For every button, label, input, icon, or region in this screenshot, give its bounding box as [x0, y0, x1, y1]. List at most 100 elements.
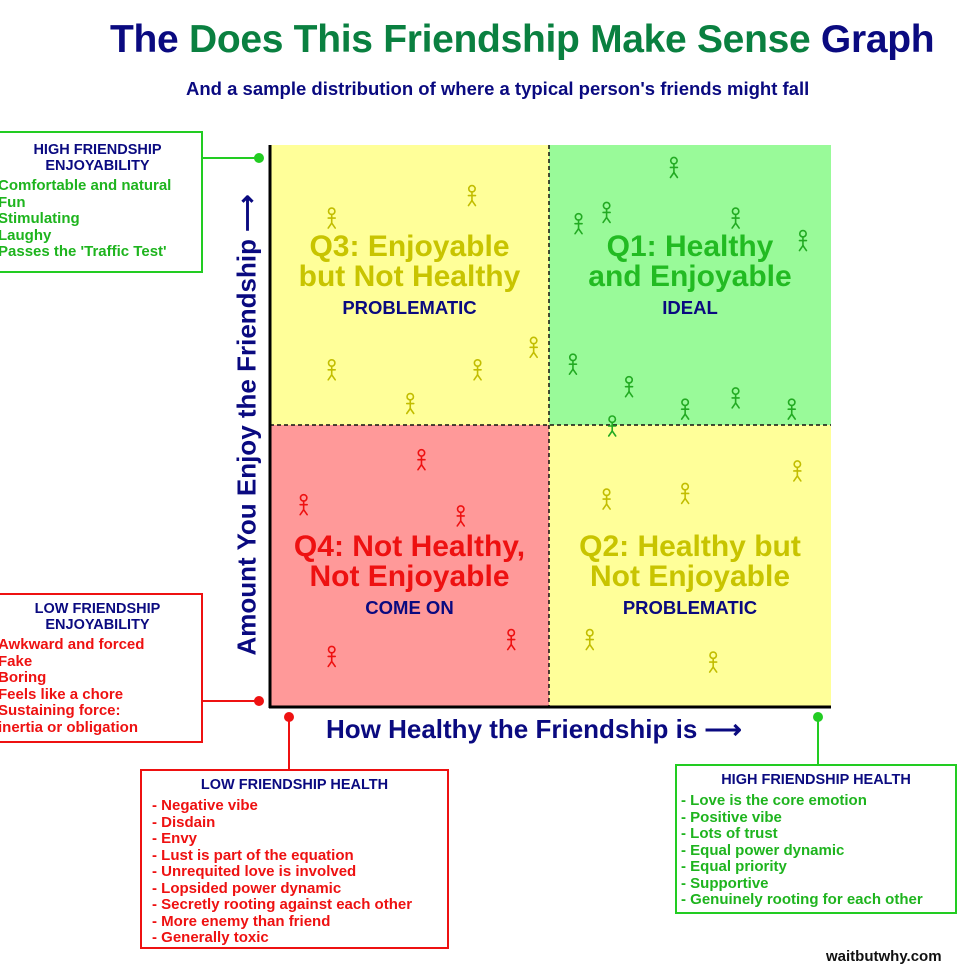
y-axis-label: Amount You Enjoy the Friendship ⟶: [231, 194, 262, 656]
friend-figure: [624, 375, 634, 398]
page-title: The Does This Friendship Make Sense Grap…: [110, 18, 935, 62]
list-item: - Generally toxic: [152, 929, 269, 946]
friend-leg: [605, 503, 611, 510]
friend-leg: [327, 373, 333, 381]
q3-title: Q3: Enjoyable but Not Healthy: [270, 232, 549, 292]
friend-figure: [574, 212, 583, 235]
friend-leg: [624, 390, 630, 398]
friend-leg: [420, 463, 426, 471]
list-item: Laughy: [0, 226, 52, 244]
list-item: Fake: [0, 652, 33, 670]
friend-leg: [628, 390, 634, 398]
low-health-dot: [284, 712, 294, 722]
q1-title-line1: Q1: Healthy: [606, 230, 774, 263]
low-enjoyability-box: LOW FRIENDSHIP ENJOYABILITY Awkward and …: [0, 593, 203, 743]
list-item: - Secretly rooting against each other: [152, 896, 413, 913]
list-item: - Genuinely rooting for each other: [681, 891, 923, 908]
list-item: Sustaining force:: [0, 702, 121, 719]
friend-leg: [731, 402, 737, 409]
high-health-header: HIGH FRIENDSHIP HEALTH: [721, 772, 911, 788]
friend-leg: [793, 475, 799, 482]
friend-figure: [327, 645, 337, 668]
friend-figure: [680, 482, 690, 505]
x-axis-label: How Healthy the Friendship is ⟶: [326, 714, 742, 744]
q2-title-line2: Not Enjoyable: [589, 560, 791, 593]
friend-leg: [467, 199, 473, 207]
friend-leg: [330, 222, 337, 229]
high-health-dot: [813, 712, 823, 722]
friend-leg: [708, 666, 714, 673]
q2-verdict: PROBLEMATIC: [622, 597, 758, 618]
friend-leg: [602, 216, 608, 224]
friend-leg: [568, 368, 574, 375]
friend-leg: [796, 475, 802, 482]
friend-leg: [802, 244, 808, 252]
q1-title: Q1: Healthy and Enjoyable: [549, 232, 831, 292]
friend-leg: [712, 666, 718, 673]
high-health-box: HIGH FRIENDSHIP HEALTH - Love is the cor…: [675, 764, 957, 914]
friend-leg: [476, 373, 482, 381]
list-item: Comfortable and natural: [0, 177, 172, 194]
q2-title: Q2: Healthy but Not Enjoyable: [549, 532, 831, 592]
friend-leg: [684, 413, 690, 420]
list-item: - More enemy than friend: [152, 912, 331, 930]
friend-leg: [327, 660, 333, 668]
list-item: - Unrequited love is involved: [152, 863, 357, 880]
list-item: - Positive vibe: [681, 808, 782, 826]
friend-figure: [731, 387, 740, 409]
friend-figure: [731, 207, 740, 229]
friend-leg: [405, 407, 412, 415]
header-line: HIGH FRIENDSHIP: [33, 142, 162, 158]
friend-leg: [506, 643, 513, 651]
friend-leg: [456, 520, 462, 527]
low-health-list: - Negative vibe- Disdain- Envy- Lust is …: [142, 797, 447, 947]
friend-figure: [787, 398, 797, 420]
q4-region: [270, 425, 549, 707]
friend-leg: [585, 643, 591, 651]
friend-leg: [409, 407, 415, 415]
low-enjoyability-dot: [254, 696, 264, 706]
friend-leg: [684, 497, 690, 505]
friend-leg: [299, 508, 305, 516]
friend-leg: [471, 199, 477, 207]
list-item: Fun: [0, 193, 26, 211]
list-item: - Lots of trust: [681, 825, 778, 842]
friend-leg: [417, 463, 423, 471]
friend-figure: [467, 184, 477, 207]
friend-figure: [607, 415, 617, 437]
low-enjoyability-header: LOW FRIENDSHIP ENJOYABILITY: [0, 601, 201, 633]
friend-leg: [798, 244, 804, 252]
list-item: Feels like a chore: [0, 685, 124, 703]
list-item: - Negative vibe: [152, 797, 258, 814]
list-item: - Equal power dynamic: [681, 841, 845, 859]
friend-figure: [456, 505, 466, 527]
friend-leg: [680, 497, 686, 505]
friend-figure: [405, 392, 415, 415]
subtitle: And a sample distribution of where a typ…: [186, 78, 810, 99]
friend-figure: [793, 460, 802, 482]
friend-figure: [708, 651, 718, 673]
header-line: LOW FRIENDSHIP: [34, 601, 161, 617]
q3-title-line2: but Not Healthy: [298, 260, 521, 293]
list-item: - Love is the core emotion: [681, 792, 867, 809]
q4-verdict: COME ON: [365, 597, 454, 618]
friend-leg: [731, 222, 737, 229]
list-item: - Lust is part of the equation: [152, 846, 354, 864]
friend-leg: [574, 227, 580, 235]
friend-figure: [568, 353, 578, 375]
list-item: - Disdain: [152, 813, 216, 831]
friend-leg: [330, 660, 337, 668]
low-health-box: LOW FRIENDSHIP HEALTH - Negative vibe- D…: [140, 769, 449, 949]
friend-leg: [787, 413, 793, 420]
high-enjoyability-box: HIGH FRIENDSHIP ENJOYABILITY Comfortable…: [0, 131, 203, 273]
friend-figure: [473, 358, 482, 381]
friend-figure: [602, 488, 611, 510]
friend-leg: [330, 373, 337, 381]
list-item: - Equal priority: [681, 858, 787, 875]
friend-leg: [473, 373, 479, 381]
friend-leg: [302, 508, 308, 516]
friend-leg: [680, 413, 686, 420]
friend-figure: [680, 398, 690, 420]
